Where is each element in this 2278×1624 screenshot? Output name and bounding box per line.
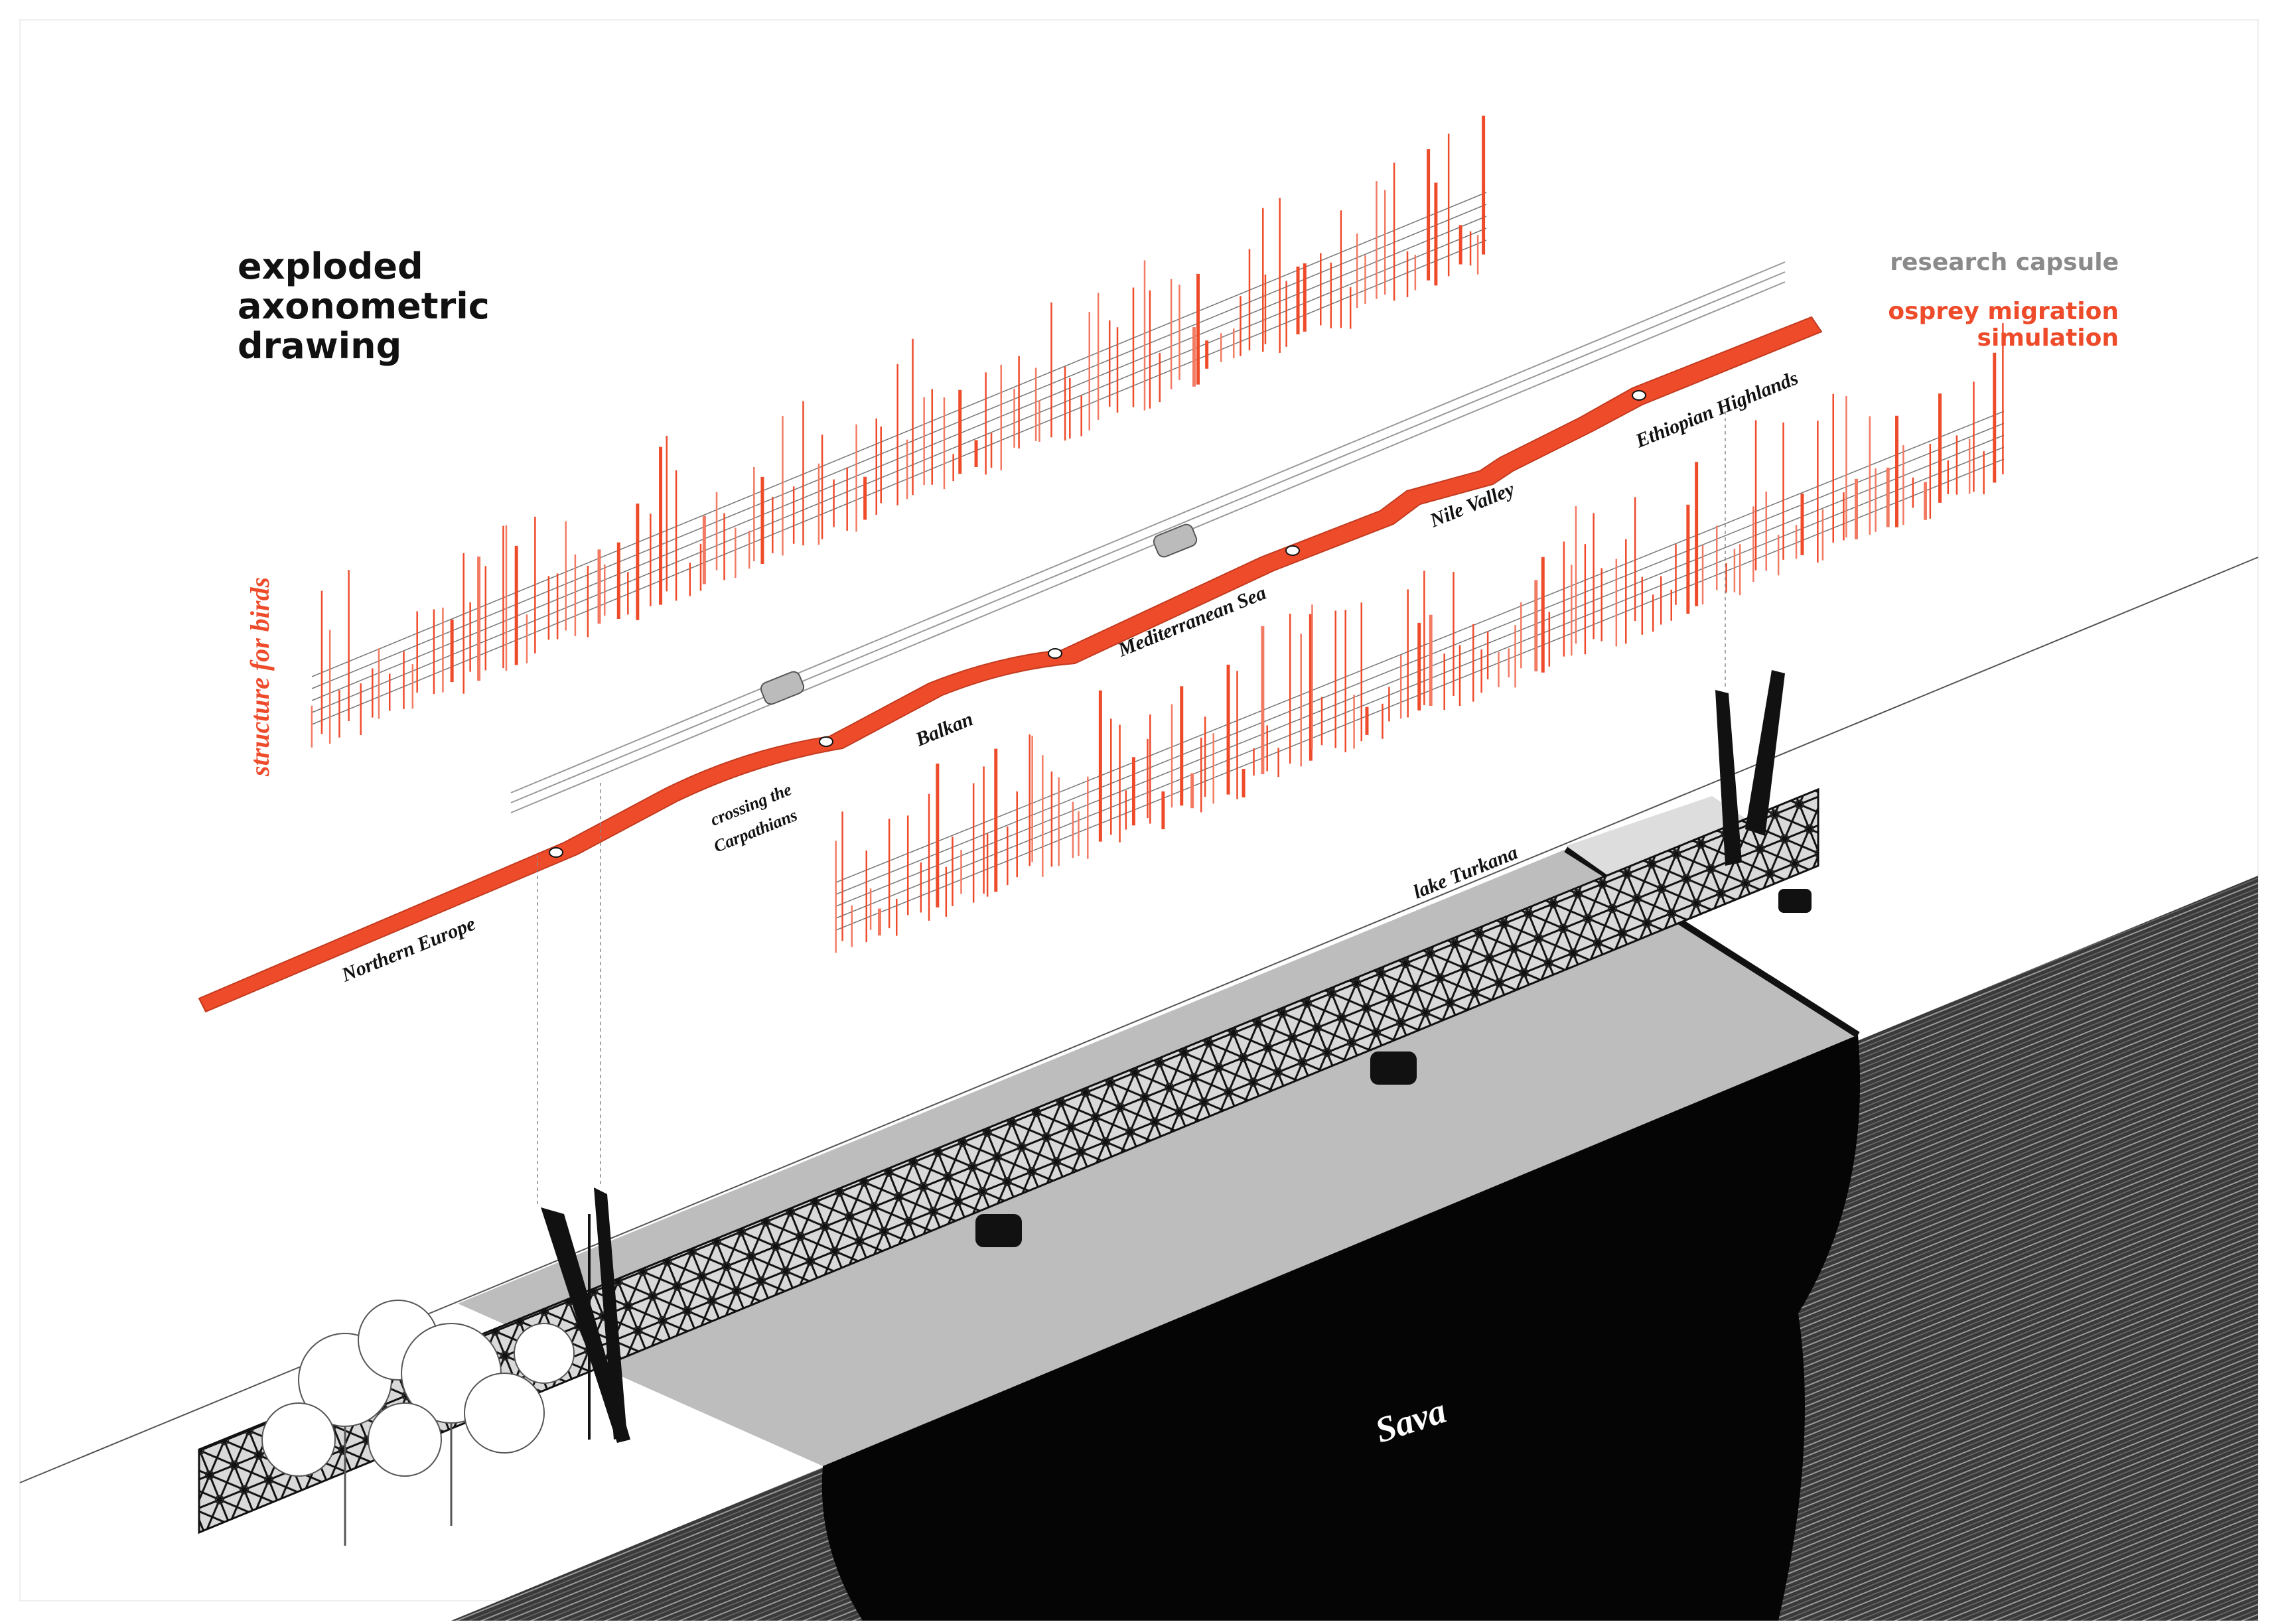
research-capsule-2 bbox=[1153, 523, 1198, 558]
title-line-1: exploded bbox=[238, 245, 423, 287]
frame-rail bbox=[311, 239, 1487, 725]
legend-osprey-line1: osprey migration bbox=[1888, 298, 2119, 325]
label-balkan: Balkan bbox=[912, 708, 976, 751]
bridge-deck-plane bbox=[458, 849, 1858, 1466]
frame-rail bbox=[311, 228, 1487, 713]
title-line-2: axonometric bbox=[238, 285, 490, 327]
osprey-migration-route bbox=[198, 316, 1823, 1013]
frame-rail bbox=[311, 216, 1487, 701]
title-line-3: drawing bbox=[238, 325, 402, 367]
route-hubs bbox=[549, 390, 1646, 858]
structure-upper-frame bbox=[311, 115, 1487, 748]
legend-research-capsule: research capsule bbox=[1890, 249, 2119, 276]
pylon-right bbox=[1715, 670, 1785, 866]
capsule-rails bbox=[510, 261, 1786, 813]
frame-rail bbox=[311, 204, 1487, 689]
legend-osprey-migration: osprey migration simulation bbox=[1888, 299, 2119, 352]
bridge-truss bbox=[198, 787, 1819, 1534]
label-structure-for-birds: structure for birds bbox=[245, 577, 275, 777]
projection-guides bbox=[537, 411, 1726, 1207]
bridge-piers bbox=[975, 889, 1812, 1247]
frame-rail bbox=[311, 192, 1487, 677]
trees bbox=[261, 1300, 575, 1546]
research-capsule-1 bbox=[760, 671, 805, 705]
diagram-title: exploded axonometric drawing bbox=[238, 247, 490, 366]
structure-lower-frame bbox=[835, 323, 2005, 953]
pylon-left bbox=[541, 1187, 630, 1443]
legend-osprey-line2: simulation bbox=[1977, 324, 2119, 352]
sava-river-mass bbox=[821, 1035, 1861, 1621]
